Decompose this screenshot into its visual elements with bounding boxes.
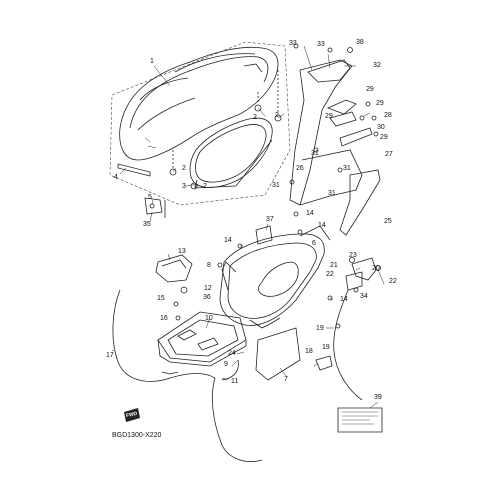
part-label-6: 6 (312, 240, 316, 247)
part-label-31: 31 (272, 182, 280, 189)
part-label-2: 2 (253, 114, 257, 121)
part-label-9: 9 (224, 361, 228, 368)
part-label-21: 21 (330, 262, 338, 269)
part-label-31: 31 (343, 165, 351, 172)
part-label-7: 7 (284, 376, 288, 383)
part-label-23: 23 (349, 252, 357, 259)
part-label-20: 20 (372, 265, 380, 272)
part-label-15: 15 (157, 295, 165, 302)
part-label-33: 33 (289, 40, 297, 47)
part-label-33: 33 (317, 41, 325, 48)
part-label-38: 38 (356, 39, 364, 46)
seat-lock-cable (112, 289, 263, 462)
part-label-12: 12 (204, 285, 212, 292)
part-label-18: 18 (305, 348, 313, 355)
lower-panel (255, 327, 333, 381)
part-label-17: 17 (106, 352, 114, 359)
seat-lock-assembly (333, 257, 381, 401)
wire-harness (161, 359, 239, 381)
part-label-4: 4 (114, 174, 118, 181)
part-label-14: 14 (224, 237, 232, 244)
part-label-24: 24 (228, 350, 236, 357)
part-label-14: 14 (318, 222, 326, 229)
part-label-8: 8 (207, 262, 211, 269)
part-label-22: 22 (326, 271, 334, 278)
seat-hinge-rod (117, 163, 166, 218)
part-label-32: 32 (373, 62, 381, 69)
part-label-19: 19 (316, 325, 324, 332)
part-label-5: 5 (148, 194, 152, 201)
storage-box (219, 225, 331, 329)
part-label-25: 25 (384, 218, 392, 225)
part-label-29: 29 (376, 100, 384, 107)
part-label-14: 14 (306, 210, 314, 217)
part-label-29: 29 (366, 86, 374, 93)
part-label-28: 28 (384, 112, 392, 119)
part-label-39: 39 (374, 394, 382, 401)
battery-tray (157, 311, 247, 367)
part-label-11: 11 (231, 378, 239, 385)
inner-panel (255, 225, 273, 245)
fwd-arrow (124, 408, 140, 422)
part-label-34: 34 (360, 293, 368, 300)
part-label-26: 26 (296, 165, 304, 172)
part-label-22: 22 (389, 278, 397, 285)
part-label-3: 3 (182, 183, 186, 190)
part-label-31: 31 (328, 190, 336, 197)
diagram-code: BGD1300-X220 (112, 432, 162, 439)
part-label-19: 19 (322, 344, 330, 351)
part-label-30: 30 (377, 124, 385, 131)
part-label-37: 37 (266, 216, 274, 223)
seat-group-boundary (109, 41, 291, 206)
part-label-10: 10 (205, 315, 213, 322)
part-label-31: 31 (311, 150, 319, 157)
part-label-13: 13 (178, 248, 186, 255)
part-label-29: 29 (380, 134, 388, 141)
part-label-36: 36 (203, 294, 211, 301)
part-label-14: 14 (340, 296, 348, 303)
battery-cover (155, 254, 193, 283)
seat-liner (189, 117, 273, 189)
part-label-27: 27 (385, 151, 393, 158)
rear-side-cover (289, 59, 381, 236)
part-label-16: 16 (160, 315, 168, 322)
part-label-1: 1 (150, 58, 154, 65)
part-label-29: 29 (325, 113, 333, 120)
part-label-35: 35 (143, 221, 151, 228)
owners-manual (337, 407, 383, 433)
seat (119, 46, 279, 161)
part-label-2: 2 (275, 112, 279, 119)
leader-lines (111, 45, 385, 409)
part-label-2: 2 (182, 165, 186, 172)
part-label-2: 2 (203, 183, 207, 190)
